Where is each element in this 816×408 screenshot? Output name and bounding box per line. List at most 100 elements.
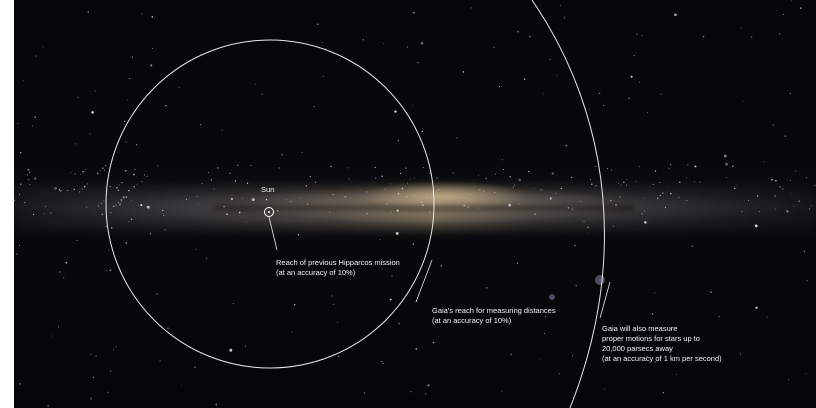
star xyxy=(76,239,78,242)
star xyxy=(87,11,89,13)
star xyxy=(420,41,424,45)
star xyxy=(223,206,225,208)
star xyxy=(674,13,677,17)
star xyxy=(588,108,590,110)
star xyxy=(502,168,504,170)
star xyxy=(456,137,458,139)
star xyxy=(81,188,83,190)
star xyxy=(382,362,384,364)
star xyxy=(556,74,558,76)
star xyxy=(329,211,331,214)
star xyxy=(529,35,531,38)
star xyxy=(221,129,223,131)
star xyxy=(85,168,87,170)
star xyxy=(686,199,688,202)
star xyxy=(534,187,535,189)
star xyxy=(89,397,92,400)
star xyxy=(232,303,234,305)
gaia-distance-reach-arc xyxy=(531,0,605,408)
star xyxy=(110,370,112,372)
star xyxy=(332,194,334,195)
star xyxy=(784,135,786,137)
star xyxy=(135,188,137,190)
hipparcos-annotation-line2: (at an accuracy of 10%) xyxy=(276,268,356,277)
star xyxy=(570,176,573,179)
star xyxy=(133,186,135,188)
star xyxy=(741,211,743,213)
star xyxy=(485,177,488,180)
star xyxy=(558,373,560,375)
star xyxy=(678,196,680,199)
star xyxy=(669,164,672,166)
star xyxy=(798,200,800,202)
star xyxy=(136,176,138,177)
star xyxy=(470,193,472,195)
star xyxy=(59,271,61,273)
star xyxy=(512,186,514,188)
star xyxy=(379,239,381,241)
star xyxy=(97,172,99,175)
star xyxy=(800,7,802,9)
star xyxy=(517,31,519,33)
star xyxy=(16,253,18,255)
star xyxy=(659,195,661,197)
star xyxy=(286,198,288,200)
star xyxy=(122,196,125,199)
star xyxy=(146,205,150,209)
star xyxy=(417,62,419,64)
star xyxy=(162,209,164,212)
star xyxy=(74,173,76,175)
star xyxy=(699,181,701,183)
star xyxy=(483,190,485,192)
star xyxy=(201,182,203,185)
star xyxy=(667,185,669,187)
star xyxy=(493,46,495,48)
star xyxy=(620,184,622,186)
star xyxy=(196,196,198,198)
star xyxy=(124,120,126,122)
star xyxy=(771,179,773,181)
star xyxy=(413,12,415,14)
star xyxy=(524,78,526,80)
star xyxy=(226,213,228,215)
star xyxy=(336,322,339,324)
star xyxy=(133,173,135,176)
star xyxy=(723,154,727,158)
star xyxy=(478,207,480,209)
star xyxy=(654,170,657,172)
star xyxy=(63,277,65,279)
star xyxy=(14,199,15,201)
star xyxy=(276,210,279,212)
star xyxy=(560,5,562,6)
star xyxy=(116,186,118,189)
star xyxy=(766,316,768,318)
star xyxy=(47,405,49,407)
star xyxy=(374,177,377,179)
star xyxy=(810,205,812,206)
star xyxy=(725,176,727,178)
star xyxy=(149,233,151,235)
star xyxy=(539,358,541,360)
star xyxy=(694,165,697,168)
gaia-distance-annotation-line2: (at an accuracy of 10%) xyxy=(432,316,512,325)
star xyxy=(246,182,249,184)
star xyxy=(80,173,81,175)
star xyxy=(426,196,428,198)
star xyxy=(50,212,52,214)
star xyxy=(314,181,317,183)
star xyxy=(242,197,244,200)
star xyxy=(125,196,128,198)
gaia-motion-annotation-line2: proper motions for stars up to xyxy=(602,334,700,343)
star xyxy=(756,195,759,197)
star xyxy=(398,322,400,325)
star xyxy=(29,183,31,186)
star xyxy=(618,183,620,185)
star xyxy=(65,261,68,264)
star xyxy=(470,7,472,9)
star xyxy=(791,0,792,2)
star xyxy=(543,93,545,95)
star xyxy=(109,269,112,271)
star xyxy=(31,125,34,127)
star xyxy=(425,393,427,395)
star xyxy=(60,190,62,192)
